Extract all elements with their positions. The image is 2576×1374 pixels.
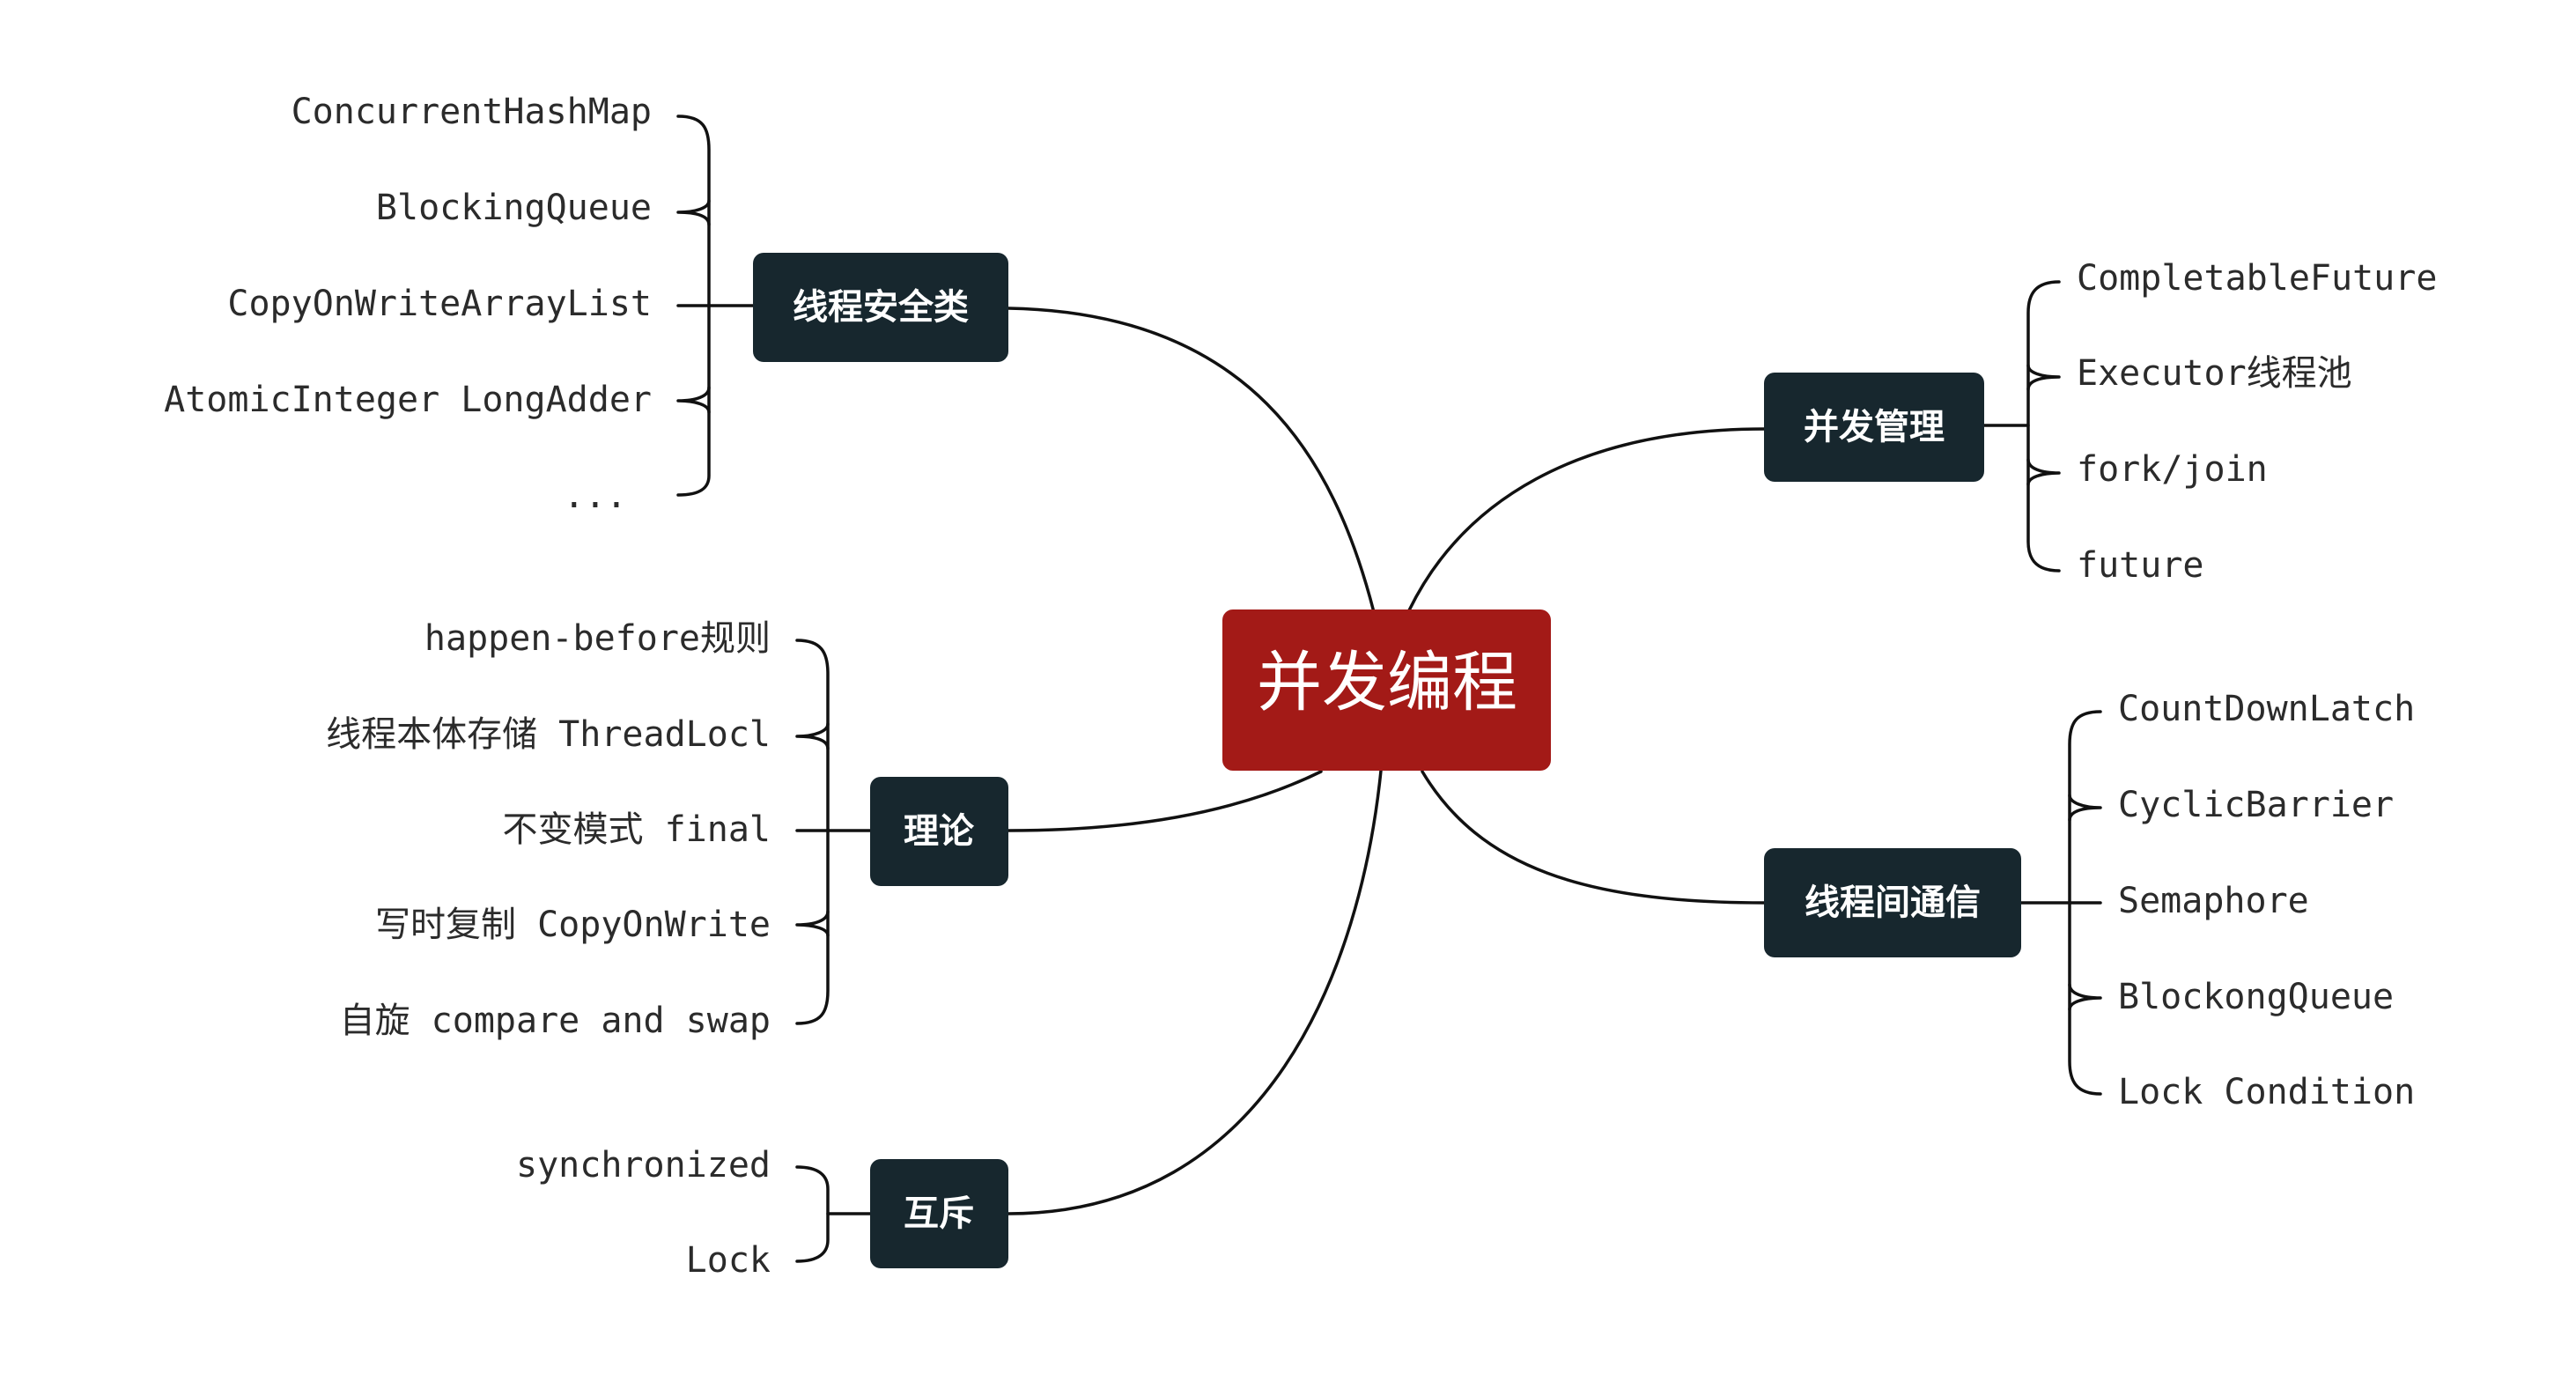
root-label: 并发编程 [1257, 645, 1517, 720]
leaf-item[interactable]: AtomicInteger LongAdder [164, 380, 652, 420]
branch-node-theory[interactable]: 理论 [870, 777, 1008, 886]
leaf-group-theory: happen-before规则 线程本体存储 ThreadLocl 不变模式 f… [326, 618, 771, 1041]
leaf-item[interactable]: synchronized [516, 1145, 771, 1186]
leaf-item[interactable]: BlockingQueue [376, 188, 652, 228]
leaf-item[interactable]: future [2077, 545, 2204, 586]
leaf-item[interactable]: 线程本体存储 ThreadLocl [326, 714, 771, 755]
leaf-item[interactable]: CopyOnWriteArrayList [227, 284, 652, 324]
bracket-concurrency-mgmt-spine [2026, 280, 2061, 572]
bracket-theory-spine [795, 639, 830, 1025]
leaf-item[interactable]: 自旋 compare and swap [340, 1001, 771, 1041]
connector-thread-comm [1421, 770, 1766, 905]
root-connectors [1007, 307, 1766, 1215]
bracket-thread-safe-spine [676, 114, 711, 497]
leaf-item[interactable]: fork/join [2077, 449, 2268, 490]
branch-node-thread-safe[interactable]: 线程安全类 [753, 253, 1008, 362]
branch-label-thread-safe: 线程安全类 [793, 287, 969, 328]
branch-label-concurrency-mgmt: 并发管理 [1804, 407, 1945, 447]
leaf-item[interactable]: CompletableFuture [2077, 258, 2437, 299]
leaf-item[interactable]: ... [564, 476, 627, 516]
connector-mutex [1007, 769, 1383, 1215]
bracket-thread-safe-tick-2 [676, 199, 711, 226]
connector-theory [1007, 770, 1323, 832]
bracket-theory-tick-4 [795, 910, 830, 937]
branch-label-thread-comm: 线程间通信 [1805, 883, 1981, 923]
bracket-mutex-spine [795, 1165, 830, 1263]
leaf-item[interactable]: CyclicBarrier [2118, 785, 2394, 825]
leaf-item[interactable]: 不变模式 final [503, 809, 771, 850]
bracket-concurrency-mgmt-tick-3 [2026, 458, 2061, 486]
leaf-item[interactable]: Lock Condition [2118, 1072, 2415, 1112]
leaf-item[interactable]: ConcurrentHashMap [292, 92, 652, 132]
bracket-thread-comm-tick-4 [2068, 983, 2102, 1011]
leaf-item[interactable]: CountDownLatch [2118, 689, 2415, 729]
leaf-group-thread-comm: CountDownLatch CyclicBarrier Semaphore B… [2118, 689, 2415, 1112]
connector-concurrency-mgmt [1407, 427, 1766, 612]
leaf-group-concurrency-mgmt: CompletableFuture Executor线程池 fork/join … [2077, 258, 2437, 586]
bracket-thread-comm-tick-2 [2068, 794, 2102, 822]
bracket-theory-tick-2 [795, 722, 830, 750]
leaf-item[interactable]: 写时复制 CopyOnWrite [375, 905, 771, 945]
branch-node-mutex[interactable]: 互斥 [870, 1159, 1008, 1268]
leaf-item[interactable]: happen-before规则 [424, 618, 771, 659]
bracket-concurrency-mgmt-tick-2 [2026, 364, 2061, 391]
branch-node-thread-comm[interactable]: 线程间通信 [1764, 848, 2021, 957]
branch-label-mutex: 互斥 [904, 1193, 974, 1234]
leaf-item[interactable]: Lock [686, 1240, 771, 1281]
leaf-item[interactable]: BlockongQueue [2118, 977, 2394, 1017]
brackets [676, 114, 2102, 1263]
branch-label-theory: 理论 [904, 811, 975, 852]
leaf-item[interactable]: Semaphore [2118, 881, 2309, 921]
branch-node-concurrency-mgmt[interactable]: 并发管理 [1764, 373, 1984, 482]
connector-thread-safe [1007, 307, 1376, 614]
root-node[interactable]: 并发编程 [1222, 609, 1551, 771]
leaf-group-thread-safe: ConcurrentHashMap BlockingQueue CopyOnWr… [164, 92, 652, 516]
leaf-item[interactable]: Executor线程池 [2077, 353, 2352, 394]
leaf-group-mutex: synchronized Lock [516, 1145, 771, 1281]
bracket-thread-safe-tick-4 [676, 386, 711, 414]
